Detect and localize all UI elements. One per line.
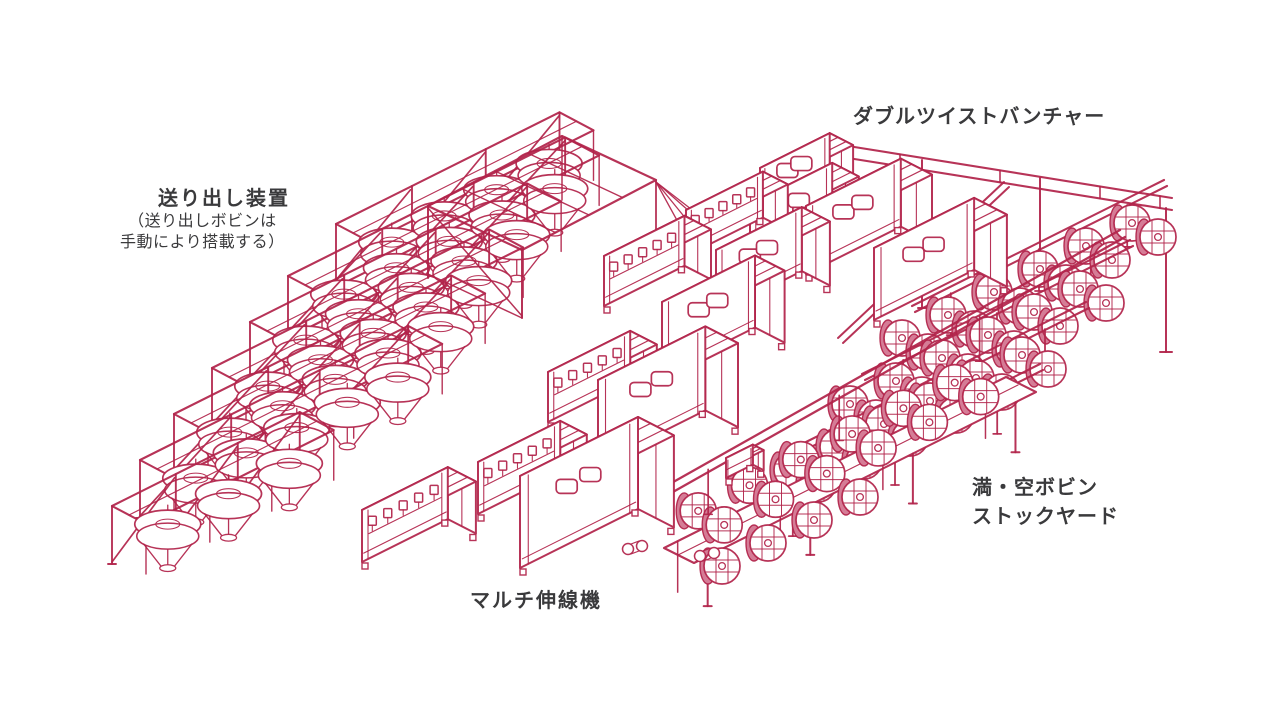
drawing-machines [361, 170, 831, 576]
label-payoff-note: （送り出しボビンは 手動により搭載する） [120, 211, 285, 253]
label-bobbin-stockyard: 満・空ボビン ストックヤード [972, 474, 1119, 532]
label-payoff-note-line2: 手動により搭載する） [120, 234, 285, 251]
label-payoff-note-line1: （送り出しボビンは [128, 213, 277, 230]
label-double-twist-buncher: ダブルツイストバンチャー [853, 106, 1106, 128]
payoff-area [107, 111, 601, 575]
label-multi-drawing-machine: マルチ伸線機 [470, 590, 602, 612]
label-stockyard-line1: 満・空ボビン [972, 477, 1098, 499]
label-payoff-device: 送り出し装置 [158, 188, 290, 210]
canopy-frame [426, 134, 707, 319]
label-stockyard-line2: ストックヤード [972, 506, 1119, 528]
